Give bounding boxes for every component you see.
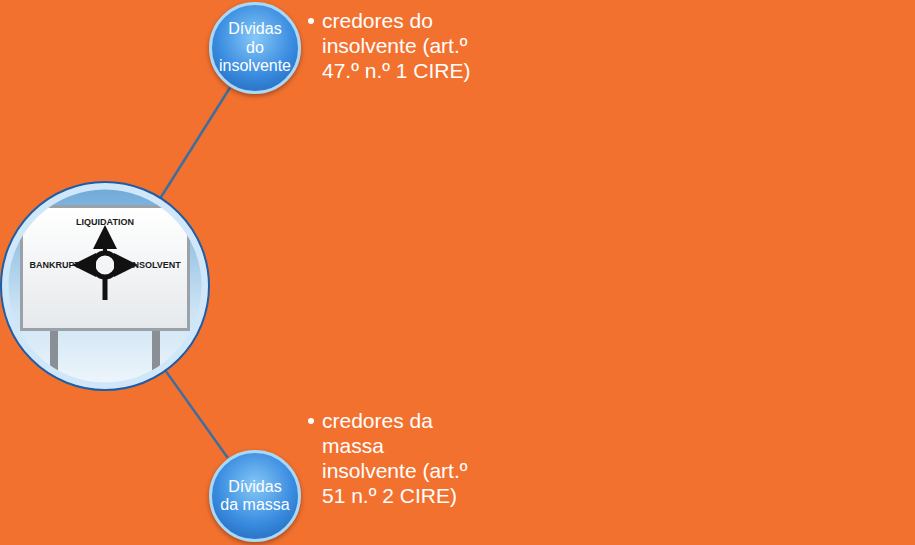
bullet-text: credores do insolvente (art.º 47.º n.º 1… (322, 8, 500, 83)
circle-title: Dívidas da massa (218, 478, 292, 515)
category-circle: Dívidas do insolvente (209, 2, 301, 94)
sign-circle: LIQUIDATION BANKRUPT INSOLVENT (2, 183, 208, 389)
category-circle: Dívidas da massa (209, 450, 301, 542)
bullet-dot (308, 18, 314, 24)
bullet-text: credores da massa insolvente (art.º 51 n… (322, 408, 480, 508)
connector-line (165, 371, 227, 458)
circle-title: Dívidas do insolvente (218, 20, 292, 75)
sign-word: BANKRUPT (30, 261, 81, 270)
sign-picture (1, 182, 209, 398)
connector-line (160, 88, 229, 198)
sign-word: LIQUIDATION (76, 218, 134, 227)
bullet-dot (308, 418, 314, 424)
sign-word: INSOLVENT (130, 261, 181, 270)
